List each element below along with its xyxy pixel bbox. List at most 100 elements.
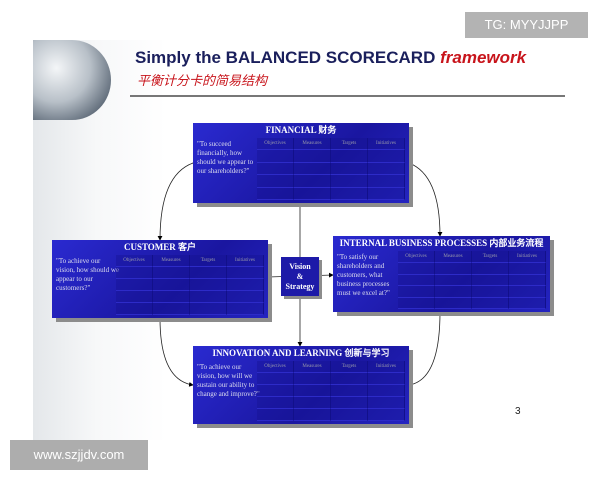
grid-cell	[331, 150, 368, 163]
grid-cell	[227, 303, 264, 315]
grid-cell	[509, 274, 546, 286]
grid-cell	[331, 385, 368, 397]
grid-cell	[331, 409, 368, 421]
customer-title: CUSTOMER 客户	[123, 242, 197, 252]
grid-cell	[368, 175, 405, 188]
col-measures: Measures	[435, 251, 472, 263]
grid-cell	[153, 303, 190, 315]
internal-title: INTERNAL BUSINESS PROCESSES 内部业务流程	[339, 238, 544, 248]
grid-cell	[368, 150, 405, 163]
arrow-internal-innovation	[408, 307, 443, 387]
grid-cell	[435, 274, 472, 286]
grid-cell	[368, 162, 405, 175]
arrow-financial-internal	[404, 159, 443, 237]
watermark-bottom: www.szjjdv.com	[10, 440, 148, 470]
col-targets: Targets	[331, 138, 368, 150]
grid-cell	[294, 175, 331, 188]
grid-cell	[116, 303, 153, 315]
col-initiatives: Initiatives	[368, 138, 405, 150]
grid-cell	[227, 267, 264, 279]
grid-cell	[368, 385, 405, 397]
grid-cell	[472, 286, 509, 298]
grid-cell	[331, 162, 368, 175]
grid-cell	[294, 162, 331, 175]
grid-cell	[398, 286, 435, 298]
grid-cell	[509, 263, 546, 275]
grid-cell	[398, 274, 435, 286]
globe-image	[33, 40, 111, 120]
grid-cell	[116, 267, 153, 279]
grid-cell	[294, 385, 331, 397]
title-divider	[130, 95, 565, 97]
col-objectives: Objectives	[257, 361, 294, 373]
col-measures: Measures	[294, 361, 331, 373]
grid-cell	[331, 175, 368, 188]
grid-cell	[257, 409, 294, 421]
grid-cell	[190, 303, 227, 315]
grid-cell	[153, 291, 190, 303]
col-objectives: Objectives	[116, 255, 153, 267]
col-measures: Measures	[294, 138, 331, 150]
grid-cell	[257, 385, 294, 397]
grid-cell	[331, 397, 368, 409]
col-targets: Targets	[190, 255, 227, 267]
grid-cell	[368, 187, 405, 200]
grid-cell	[368, 373, 405, 385]
grid-cell	[509, 286, 546, 298]
slide-subtitle: 平衡计分卡的简易结构	[137, 74, 268, 89]
col-initiatives: Initiatives	[368, 361, 405, 373]
grid-cell	[190, 279, 227, 291]
innovation-title: INNOVATION AND LEARNING 创新与学习	[212, 348, 390, 358]
slide-title: Simply the BALANCED SCORECARD framework	[135, 48, 526, 68]
grid-cell	[368, 409, 405, 421]
grid-cell	[153, 267, 190, 279]
col-targets: Targets	[472, 251, 509, 263]
grid-cell	[398, 297, 435, 309]
internal-question: "To satisfy our shareholders and custome…	[337, 253, 390, 297]
grid-cell	[294, 373, 331, 385]
grid-cell	[227, 279, 264, 291]
title-accent: framework	[440, 48, 527, 67]
grid-cell	[472, 274, 509, 286]
col-measures: Measures	[153, 255, 190, 267]
financial-box: FINANCIAL 财务 "To succeed financially, ho…	[193, 123, 409, 203]
grid-cell	[257, 150, 294, 163]
grid-cell	[153, 279, 190, 291]
innovation-question: "To achieve our vision, how will we sust…	[197, 363, 260, 398]
arrow-financial-customer	[157, 159, 198, 241]
grid-cell	[190, 291, 227, 303]
grid-cell	[257, 187, 294, 200]
grid-cell	[116, 279, 153, 291]
grid-cell	[257, 175, 294, 188]
watermark-top: TG: MYYJJPP	[465, 12, 588, 38]
col-initiatives: Initiatives	[509, 251, 546, 263]
grid-cell	[190, 267, 227, 279]
grid-cell	[331, 187, 368, 200]
grid-cell	[116, 291, 153, 303]
grid-cell	[257, 162, 294, 175]
vision-label: Vision	[289, 261, 311, 271]
grid-cell	[509, 297, 546, 309]
customer-box: CUSTOMER 客户 "To achieve our vision, how …	[52, 240, 268, 318]
grid-cell	[435, 286, 472, 298]
ampersand-label: &	[296, 271, 304, 281]
arrow-customer-innovation	[157, 313, 194, 387]
col-objectives: Objectives	[257, 138, 294, 150]
col-targets: Targets	[331, 361, 368, 373]
title-main: Simply the BALANCED SCORECARD	[135, 48, 436, 67]
grid-cell	[257, 373, 294, 385]
grid-cell	[331, 373, 368, 385]
grid-cell	[398, 263, 435, 275]
grid-cell	[368, 397, 405, 409]
page-number: 3	[515, 406, 521, 417]
grid-cell	[294, 397, 331, 409]
col-initiatives: Initiatives	[227, 255, 264, 267]
internal-box: INTERNAL BUSINESS PROCESSES 内部业务流程 "To s…	[333, 236, 550, 312]
strategy-label: Strategy	[285, 281, 315, 291]
financial-title: FINANCIAL 财务	[265, 125, 337, 135]
grid-cell	[294, 409, 331, 421]
